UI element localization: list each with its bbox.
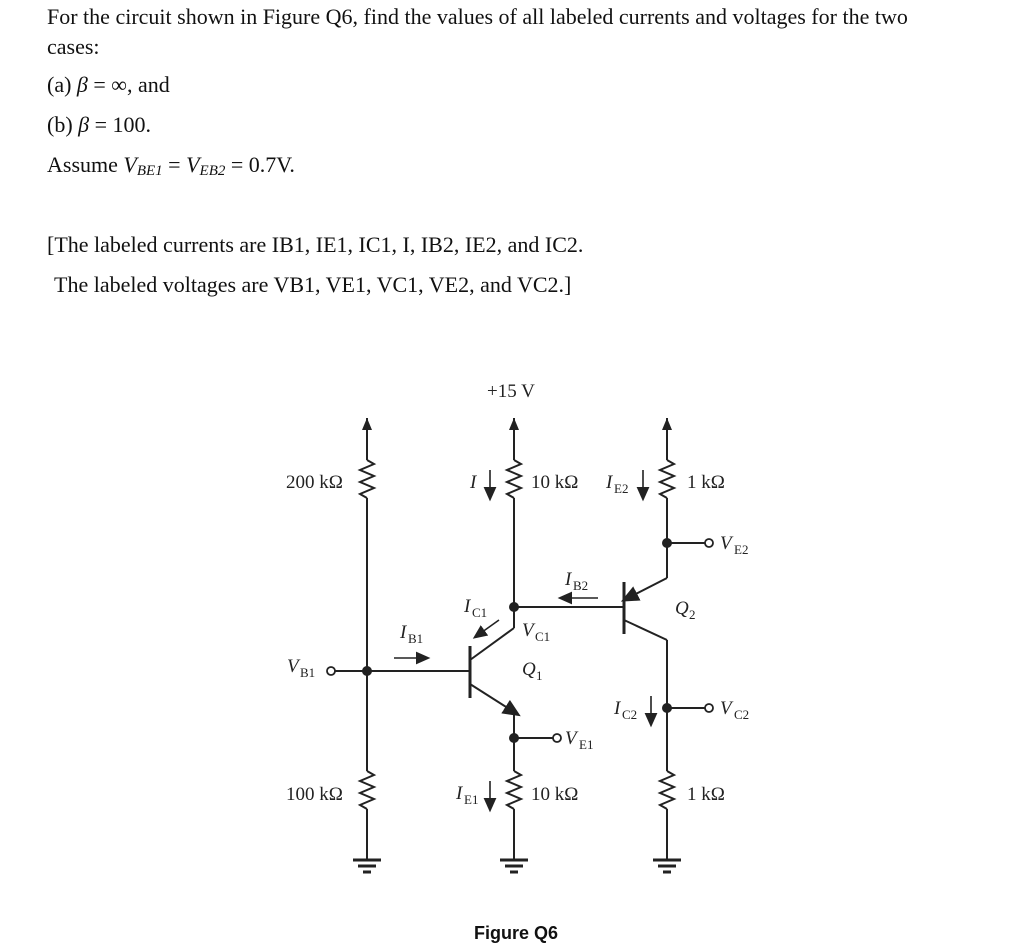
- case-a-prefix: (a): [47, 72, 77, 97]
- svg-text:1: 1: [536, 668, 543, 683]
- svg-text:2: 2: [689, 607, 696, 622]
- svg-text:Q: Q: [675, 598, 689, 619]
- svg-text:B1: B1: [300, 665, 315, 680]
- label-rc1: 10 kΩ: [531, 472, 578, 493]
- q2-collector-lead: [623, 619, 668, 641]
- assume-equals: =: [162, 152, 187, 177]
- svg-text:V: V: [720, 533, 734, 554]
- svg-text:E2: E2: [614, 481, 628, 496]
- label-rc2: 1 kΩ: [687, 784, 725, 805]
- q1-collector-lead: [469, 627, 515, 661]
- ground-symbol-right: [653, 858, 681, 874]
- svg-text:V: V: [565, 728, 579, 749]
- case-b-beta: β: [78, 112, 90, 137]
- bias-divider-branch: [326, 418, 470, 874]
- case-b-prefix: (b): [47, 112, 79, 137]
- case-a-beta: β: [76, 72, 88, 97]
- case-b: (b) β = 100.: [47, 114, 151, 136]
- label-200k: 200 kΩ: [286, 472, 343, 493]
- labeled-currents: [The labeled currents are IB1, IE1, IC1,…: [47, 232, 584, 257]
- problem-intro-line1: For the circuit shown in Figure Q6, find…: [47, 4, 908, 29]
- resistor-re2-1k: [657, 459, 677, 499]
- supply-arrow-mid: [509, 418, 519, 430]
- figure-caption: Figure Q6: [474, 923, 558, 943]
- label-i: I: [469, 472, 478, 493]
- terminal-vb1: [326, 666, 336, 676]
- case-a: (a) β = ∞, and: [47, 74, 170, 96]
- ground-symbol-left: [353, 858, 381, 874]
- label-ib2: I B2: [564, 569, 588, 593]
- label-ic2: I C2: [613, 698, 637, 722]
- label-ve2: V E2: [720, 533, 748, 557]
- label-q1: Q 1: [522, 659, 543, 683]
- q1-emitter-lead: [469, 683, 521, 717]
- resistor-200k: [357, 459, 377, 499]
- label-ie1: I E1: [455, 783, 478, 807]
- case-b-rest: = 100.: [89, 112, 152, 137]
- svg-text:C2: C2: [622, 707, 637, 722]
- svg-text:V: V: [522, 620, 536, 641]
- svg-text:I: I: [564, 569, 573, 590]
- resistor-rc2-1k: [657, 770, 677, 810]
- svg-text:I: I: [613, 698, 622, 719]
- label-ve1: V E1: [565, 728, 593, 752]
- label-ic1: I C1: [463, 596, 487, 620]
- label-vc2: V C2: [720, 698, 749, 722]
- svg-text:I: I: [455, 783, 464, 804]
- vbe1-subscript: BE1: [136, 163, 163, 179]
- svg-text:V: V: [287, 656, 301, 677]
- svg-text:B1: B1: [408, 631, 423, 646]
- svg-text:V: V: [720, 698, 734, 719]
- svg-text:C2: C2: [734, 707, 749, 722]
- terminal-ve1: [552, 733, 562, 743]
- terminal-vc2: [704, 703, 714, 713]
- supply-arrow-left: [362, 418, 372, 430]
- label-100k: 100 kΩ: [286, 784, 343, 805]
- label-q2: Q 2: [675, 598, 696, 622]
- label-ie2: I E2: [605, 472, 628, 496]
- terminal-ve2: [704, 538, 714, 548]
- assume-prefix: Assume: [47, 152, 124, 177]
- label-re1: 10 kΩ: [531, 784, 578, 805]
- veb2-subscript: EB2: [199, 163, 226, 179]
- q2-emitter-lead: [620, 577, 668, 602]
- svg-text:I: I: [463, 596, 472, 617]
- supply-arrow-right: [662, 418, 672, 430]
- veb2-symbol: V: [186, 152, 200, 177]
- vbe1-symbol: V: [123, 152, 137, 177]
- label-vb1: V B1: [287, 656, 315, 680]
- q2-branch: [620, 418, 714, 874]
- svg-text:I: I: [399, 622, 408, 643]
- resistor-re1-10k: [504, 770, 524, 810]
- svg-text:E2: E2: [734, 542, 748, 557]
- label-vc1: V C1: [522, 620, 550, 644]
- svg-text:Q: Q: [522, 659, 536, 680]
- problem-intro-line2: cases:: [47, 34, 100, 59]
- svg-text:C1: C1: [472, 605, 487, 620]
- resistor-rc1-10k: [504, 459, 524, 499]
- arrow-ic1: [472, 619, 500, 639]
- resistor-100k: [357, 770, 377, 810]
- svg-text:E1: E1: [579, 737, 593, 752]
- svg-text:B2: B2: [573, 578, 588, 593]
- svg-text:C1: C1: [535, 629, 550, 644]
- svg-text:I: I: [605, 472, 614, 493]
- label-ib1: I B1: [399, 622, 423, 646]
- ground-symbol-mid: [500, 858, 528, 874]
- case-a-rest: = ∞, and: [87, 72, 170, 97]
- labeled-voltages: The labeled voltages are VB1, VE1, VC1, …: [54, 272, 572, 297]
- assume-value: = 0.7V.: [225, 152, 295, 177]
- label-re2: 1 kΩ: [687, 472, 725, 493]
- supply-label: +15 V: [487, 381, 535, 402]
- svg-text:E1: E1: [464, 792, 478, 807]
- q1-branch: [468, 418, 624, 874]
- assumption: Assume VBE1 = VEB2 = 0.7V.: [47, 154, 295, 179]
